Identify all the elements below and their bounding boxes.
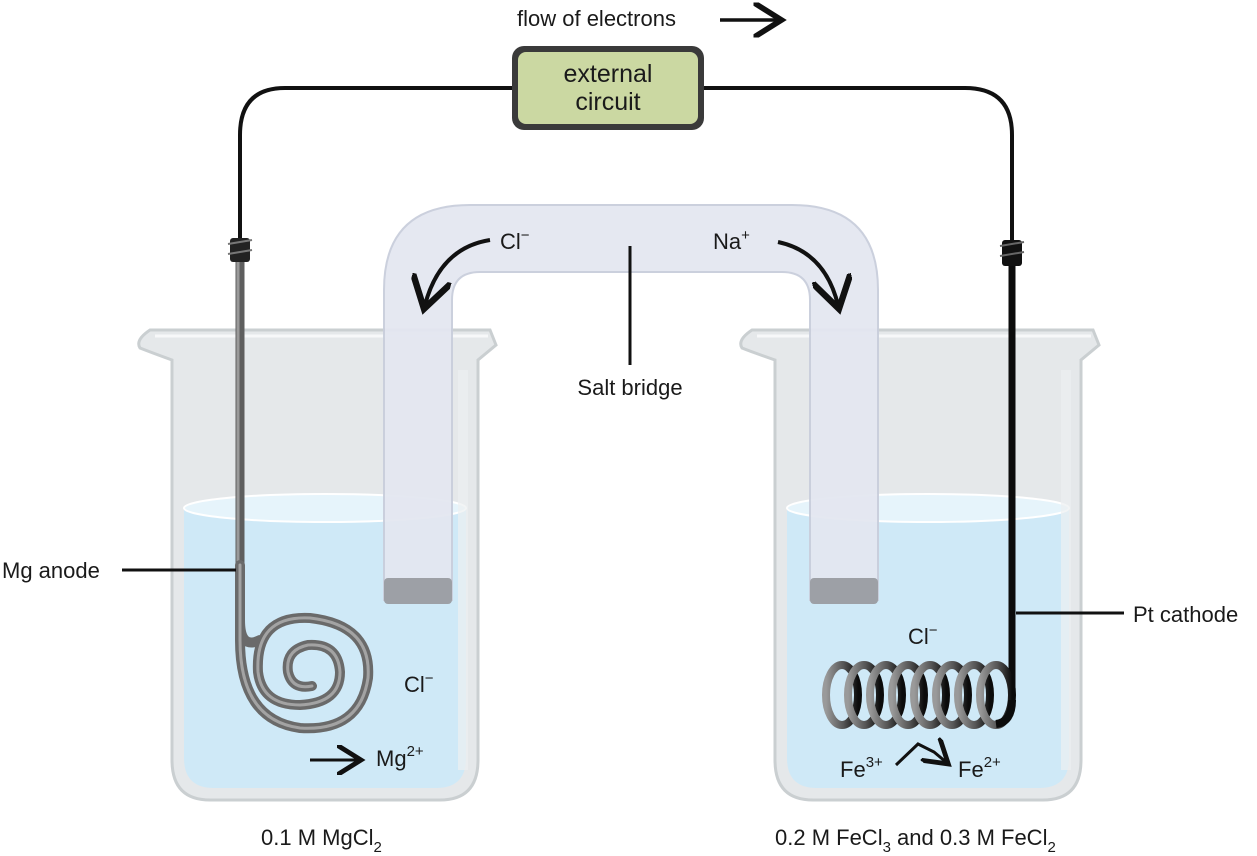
cl-bridge-ion-label: Cl− [500, 227, 530, 254]
right-wire [703, 86, 1014, 250]
fe3-ion-label: Fe3+ [840, 754, 883, 782]
left-solution-label: 0.1 M MgCl2 [261, 825, 382, 856]
mg-anode-electrode [227, 238, 374, 734]
mg-anode-label: Mg anode [2, 558, 100, 583]
mg-ion-label: Mg2+ [376, 743, 424, 771]
external-circuit-box [512, 46, 704, 130]
right-solution-label: 0.2 M FeCl3 and 0.3 M FeCl2 [775, 825, 1056, 856]
fe-reduction-arrow [894, 744, 946, 765]
pt-cathode-label: Pt cathode [1133, 602, 1238, 627]
right-beaker [739, 328, 1101, 802]
flow-of-electrons-label: flow of electrons [517, 6, 676, 31]
salt-bridge-label: Salt bridge [577, 375, 682, 400]
cl-right-beaker-label: Cl− [908, 622, 938, 649]
cl-migration-arrow [425, 238, 491, 305]
cl-left-beaker-label: Cl− [404, 670, 434, 697]
salt-bridge-tube [383, 204, 879, 604]
external-circuit-label-line1: external [564, 60, 653, 88]
fe2-ion-label: Fe2+ [958, 754, 1001, 782]
left-wire [238, 86, 512, 250]
na-migration-arrow [777, 240, 838, 305]
pt-cathode-electrode [822, 240, 1025, 729]
external-circuit-label-line2: circuit [575, 88, 640, 116]
na-bridge-ion-label: Na+ [713, 227, 750, 254]
